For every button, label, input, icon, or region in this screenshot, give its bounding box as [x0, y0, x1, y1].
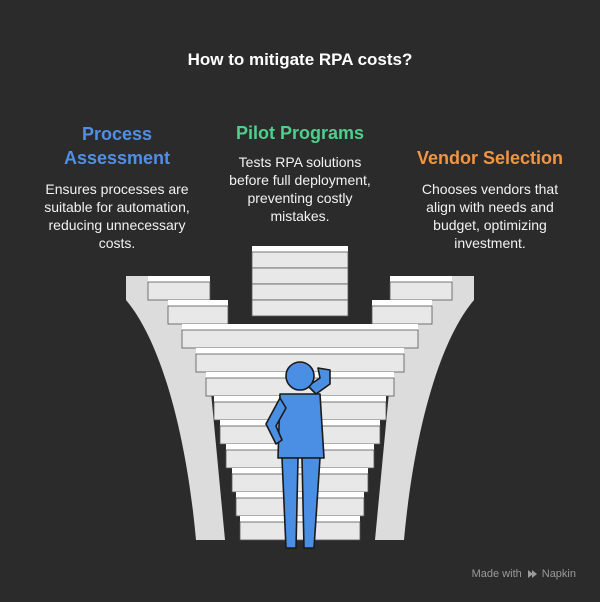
desc-line: preventing costly [247, 190, 353, 206]
napkin-brand-label: Napkin [541, 568, 576, 580]
desc-line: before full deployment, [229, 172, 371, 188]
footer: Made with Napkin [472, 568, 576, 580]
process-assessment-heading-line2: Assessment [63, 148, 171, 168]
desc-line: mistakes. [270, 208, 330, 224]
vendor-selection-heading: Vendor Selection [416, 148, 564, 168]
vendor-selection-column: Vendor Selection Chooses vendors that al… [400, 146, 580, 252]
desc-line: costs. [98, 235, 136, 251]
middle-top-stack [251, 246, 349, 317]
desc-line: Tests RPA solutions [238, 154, 362, 170]
desc-line: investment. [454, 235, 526, 251]
napkin-logo-icon [527, 570, 537, 578]
process-assessment-heading: Process Assessment [22, 122, 212, 170]
right-top-stairs [371, 276, 453, 325]
desc-line: align with needs and [426, 199, 554, 215]
pilot-programs-heading: Pilot Programs [235, 123, 365, 143]
left-top-stairs [147, 276, 229, 325]
desc-line: Ensures processes are [45, 181, 189, 197]
process-assessment-column: Process Assessment Ensures processes are… [22, 122, 212, 252]
desc-line: budget, optimizing [433, 217, 547, 233]
pilot-programs-description: Tests RPA solutions before full deployme… [210, 153, 390, 225]
page-title: How to mitigate RPA costs? [187, 50, 413, 69]
pilot-programs-column: Pilot Programs Tests RPA solutions befor… [210, 121, 390, 225]
made-with-label: Made with [471, 568, 522, 580]
desc-line: reducing unnecessary [48, 217, 186, 233]
person-figure [265, 361, 331, 549]
desc-line: suitable for automation, [44, 199, 190, 215]
vendor-selection-description: Chooses vendors that align with needs an… [400, 180, 580, 252]
process-assessment-heading-line1: Process [81, 124, 153, 144]
desc-line: Chooses vendors that [421, 181, 559, 197]
process-assessment-description: Ensures processes are suitable for autom… [22, 180, 212, 252]
